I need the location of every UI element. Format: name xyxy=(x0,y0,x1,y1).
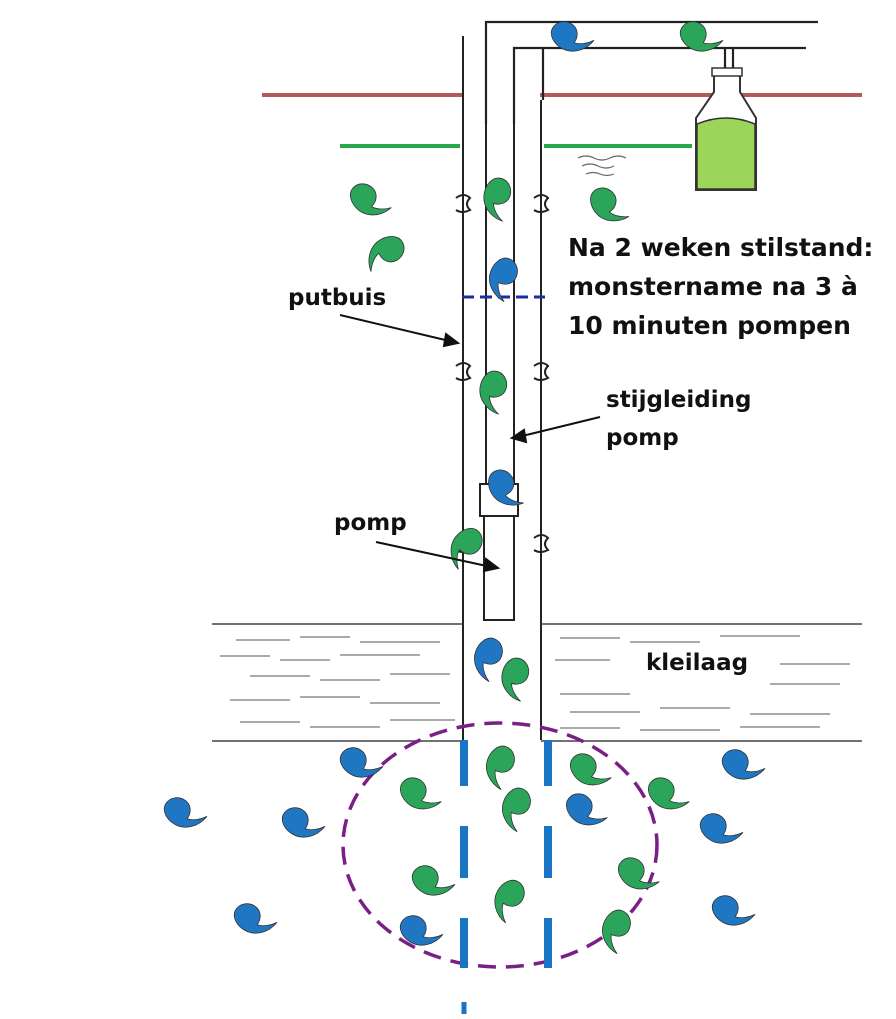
water-ripple xyxy=(577,155,627,177)
discharge-pipe xyxy=(484,20,818,124)
sampling-note-line-2: monstername na 3 à xyxy=(568,272,858,301)
label-pomp: pomp xyxy=(334,510,407,536)
sample-flask xyxy=(695,67,757,191)
leader-arrows xyxy=(339,314,601,573)
filter-screen xyxy=(460,740,552,1014)
clay-layer xyxy=(212,623,862,742)
label-stijgleiding-line-2: pomp xyxy=(606,425,679,451)
sampling-note: Na 2 weken stilstand: monstername na 3 à… xyxy=(568,228,873,345)
sampling-note-line-1: Na 2 weken stilstand: xyxy=(568,233,874,262)
capture-zone-ellipse xyxy=(341,721,659,969)
label-stijgleiding-line-1: stijgleiding xyxy=(606,387,752,413)
label-stijgleiding: stijgleiding pomp xyxy=(606,381,751,457)
riser-pipe xyxy=(485,124,515,486)
sampling-note-line-3: 10 minuten pompen xyxy=(568,311,851,340)
label-putbuis: putbuis xyxy=(288,285,387,311)
label-kleilaag: kleilaag xyxy=(646,650,749,676)
